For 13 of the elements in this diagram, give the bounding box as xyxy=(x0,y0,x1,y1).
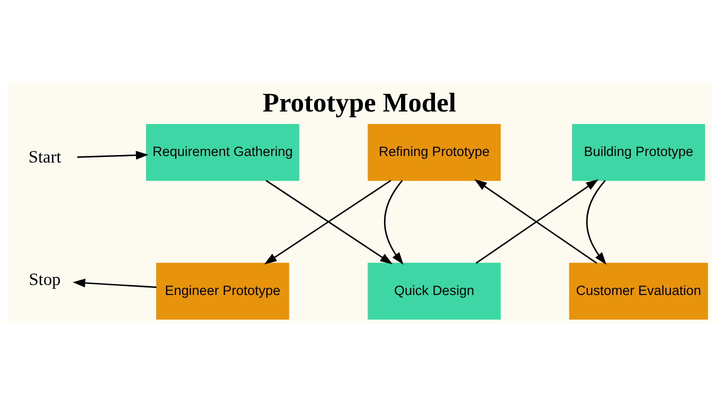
arrow xyxy=(77,150,148,160)
node-box: Building Prototype xyxy=(572,123,706,180)
diagram-title: Prototype Model xyxy=(262,86,456,117)
node-box: Customer Evaluation xyxy=(569,262,708,320)
arrow xyxy=(72,278,156,288)
node-box: Engineer Prototype xyxy=(156,262,290,320)
arrow xyxy=(384,180,404,264)
node-text: Start xyxy=(28,146,62,166)
node-text: Stop xyxy=(28,269,61,288)
arrow xyxy=(586,180,606,264)
node-box: Quick Design xyxy=(368,262,501,320)
node-box: Refining Prototype xyxy=(368,123,501,180)
node-box: Requirement Gathering xyxy=(146,123,300,180)
